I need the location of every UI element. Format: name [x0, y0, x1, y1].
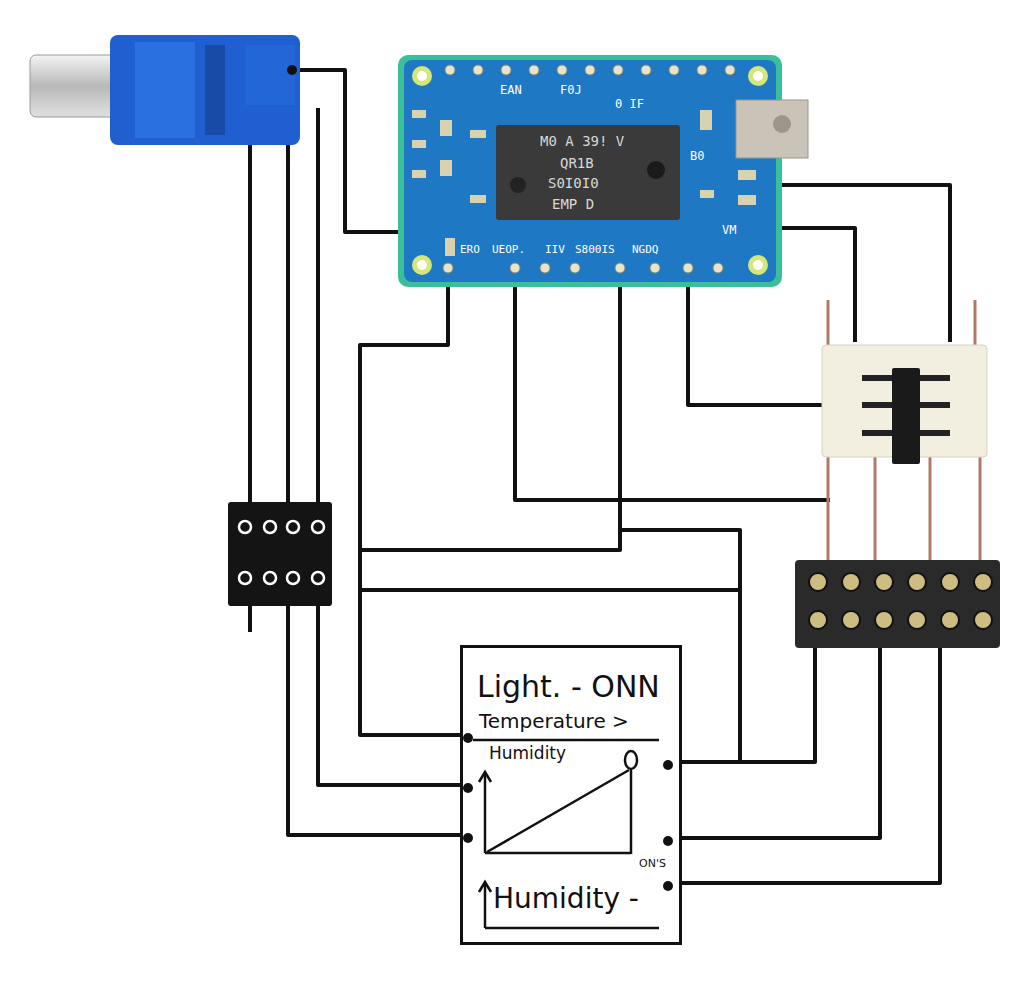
switch-block	[228, 502, 332, 606]
silkscreen-label: F0J	[560, 84, 582, 96]
silkscreen-label: ERO	[460, 244, 480, 255]
panel-text: Humidity	[489, 744, 566, 763]
silkscreen-label: S0I0I0	[548, 176, 599, 190]
panel-text: Light. - ONN	[477, 670, 660, 703]
terminal-block	[795, 560, 1000, 648]
silkscreen-label: NGDQ	[632, 244, 659, 255]
silkscreen-label: IIV	[545, 244, 565, 255]
silkscreen-label: QR1B	[560, 156, 594, 170]
panel-text: ON'S	[639, 858, 666, 870]
panel-text: Humidity -	[493, 884, 639, 915]
silkscreen-label: EMP D	[552, 197, 594, 211]
ic-module	[822, 300, 987, 562]
sensor-panel: Light. - ONN Temperature > HumidityON'S Hum…	[460, 645, 682, 945]
silkscreen-label: S800IS	[575, 244, 615, 255]
silkscreen-label: M0 A 39! V	[540, 134, 624, 148]
silkscreen-label: EAN	[500, 84, 522, 96]
rca-connector	[30, 35, 300, 145]
silkscreen-label: B0	[690, 150, 704, 162]
silkscreen-label: 0 IF	[615, 98, 644, 110]
silkscreen-label: VM	[722, 224, 736, 236]
silkscreen-label: UEOP.	[492, 244, 525, 255]
panel-text: Temperature >	[479, 710, 629, 732]
pcb-board	[398, 55, 808, 287]
